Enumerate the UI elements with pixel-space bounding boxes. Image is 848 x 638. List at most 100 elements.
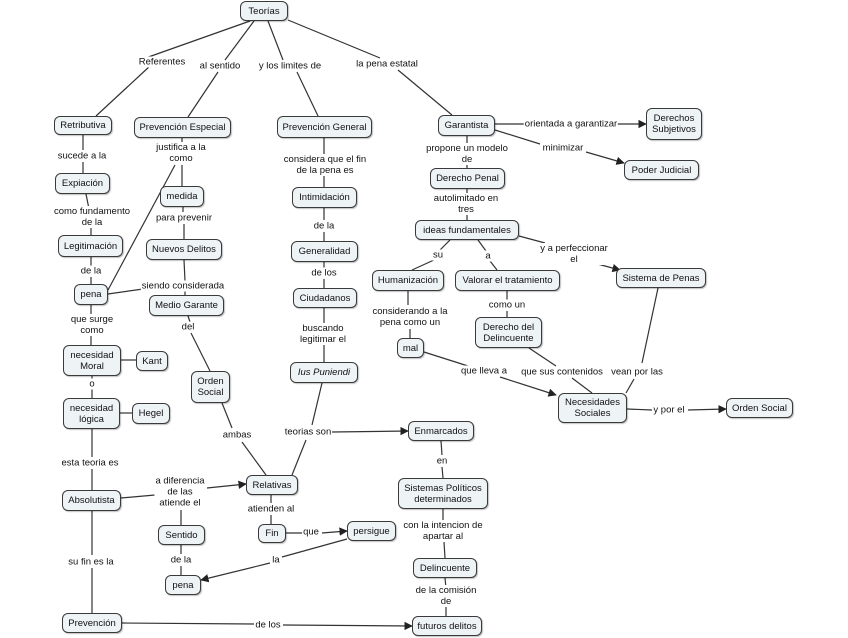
edge-referentes-retributiva xyxy=(95,65,151,117)
edge-minimizar-poder xyxy=(585,151,625,165)
node-hegel[interactable]: Hegel xyxy=(132,403,170,424)
edge-pena-estatal-garantista xyxy=(397,69,453,116)
link-label-al-sentido: al sentido xyxy=(198,60,242,72)
edge-enmarcados-en xyxy=(440,440,443,456)
edge-necesidades-ypor xyxy=(626,408,653,411)
link-label-o: o xyxy=(88,378,96,390)
edge-diferencia-relativas xyxy=(206,480,247,489)
edge-la-pena2 xyxy=(200,562,271,583)
link-label-de-la-comision: de la comisión de xyxy=(414,585,478,607)
node-prevencion[interactable]: Prevención xyxy=(62,613,122,633)
node-sentido[interactable]: Sentido xyxy=(158,525,205,545)
node-expiacion[interactable]: Expiación xyxy=(55,173,110,194)
node-teorias[interactable]: Teorías xyxy=(240,1,288,21)
node-derecho-penal[interactable]: Derecho Penal xyxy=(430,168,505,189)
edge-ideas-su xyxy=(439,239,451,251)
edge-en-sistemas xyxy=(441,466,444,479)
edge-ambas-relativas xyxy=(241,441,267,476)
edge-ypor-orden-social xyxy=(687,405,727,414)
edge-contenidos-necesidades xyxy=(571,377,593,394)
node-legitimacion[interactable]: Legitimación xyxy=(58,235,123,257)
node-generalidad[interactable]: Generalidad xyxy=(291,241,358,262)
edge-a-valorar xyxy=(489,260,498,271)
node-delincuente[interactable]: Delincuente xyxy=(413,558,477,578)
link-label-a: a xyxy=(484,250,492,262)
link-label-buscando: buscando legitimar el xyxy=(299,323,347,345)
link-label-esta-teoria-es: esta teoria es xyxy=(60,457,120,469)
node-necesidad-logica[interactable]: necesidad lógica xyxy=(63,398,120,429)
link-label-del: del xyxy=(180,321,196,333)
node-nuevos-delitos[interactable]: Nuevos Delitos xyxy=(146,239,222,260)
edge-teorias-relativas xyxy=(291,439,307,476)
edge-teorias-limites xyxy=(267,20,284,61)
node-persigue[interactable]: persigue xyxy=(347,521,396,541)
node-fin[interactable]: Fin xyxy=(258,524,286,543)
edge-teorias-referentes xyxy=(139,20,251,61)
link-label-y-a-perfeccionar: y a perfeccionar el xyxy=(539,243,609,265)
edge-delos-futuros xyxy=(282,621,413,631)
edge-vean-necesidades xyxy=(625,378,635,394)
edge-persigue-la xyxy=(281,538,348,558)
node-enmarcados[interactable]: Enmarcados xyxy=(408,421,474,441)
edge-teorias-pena-estatal xyxy=(287,19,381,59)
node-intimidacion[interactable]: Intimidación xyxy=(292,187,357,208)
node-poder-judicial[interactable]: Poder Judicial xyxy=(624,160,699,180)
edge-justifica-pena xyxy=(107,164,176,291)
node-derechos-subjetivos[interactable]: Derechos Subjetivos xyxy=(646,108,702,140)
link-label-la-pena-estatal: la pena estatal xyxy=(355,58,419,70)
link-label-siendo-considerada: siendo considerada xyxy=(140,280,226,292)
node-medida[interactable]: medida xyxy=(160,186,204,207)
edge-medio-del xyxy=(187,315,191,323)
link-label-referentes: Referentes xyxy=(137,56,187,68)
link-label-con-intencion: con la intencion de apartar al xyxy=(402,520,484,542)
edge-absolutista-diferencia xyxy=(120,494,156,499)
edge-limites-prev-general xyxy=(296,71,319,117)
node-garantista[interactable]: Garantista xyxy=(438,115,495,136)
node-relativas[interactable]: Relativas xyxy=(246,475,298,495)
connection-lines xyxy=(82,19,727,631)
node-medio-garante[interactable]: Medio Garante xyxy=(149,295,224,316)
node-pena-2[interactable]: pena xyxy=(165,575,201,595)
node-orden-social-2[interactable]: Orden Social xyxy=(726,398,793,418)
link-label-que-lleva-a: que lleva a xyxy=(460,365,508,377)
edge-orden-ambas xyxy=(221,402,233,429)
link-label-y-por-el: y por el xyxy=(652,404,686,416)
edge-ideas-a xyxy=(477,239,487,252)
link-label-considera-fin: considera que el fin de la pena es xyxy=(282,154,368,176)
link-label-considerando: considerando a la pena como un xyxy=(371,306,449,328)
node-prevencion-general[interactable]: Prevención General xyxy=(277,116,372,138)
node-kant[interactable]: Kant xyxy=(136,351,168,371)
node-valorar-tratamiento[interactable]: Valorar el tratamiento xyxy=(455,270,560,291)
node-retributiva[interactable]: Retributiva xyxy=(54,116,112,135)
edge-al-sentido-prev-especial xyxy=(187,71,219,118)
node-pena[interactable]: pena xyxy=(74,284,108,305)
edge-que-persigue xyxy=(321,527,348,536)
link-label-autolimitado: autolimitado en tres xyxy=(432,193,500,215)
edge-intencion-delincuente xyxy=(443,541,446,559)
link-label-que-surge-como: que surge como xyxy=(69,314,115,336)
link-label-que-sus-contenidos: que sus contenidos xyxy=(520,366,604,378)
edge-pena-siendo xyxy=(107,288,144,295)
node-prevencion-especial[interactable]: Prevención Especial xyxy=(134,117,231,138)
node-sistema-penas[interactable]: Sistema de Penas xyxy=(616,268,706,288)
node-absolutista[interactable]: Absolutista xyxy=(62,490,121,511)
node-orden-social-1[interactable]: Orden Social xyxy=(191,371,230,403)
edge-derecho-del-contenidos xyxy=(528,347,557,367)
node-ideas-fundamentales[interactable]: ideas fundamentales xyxy=(415,220,519,240)
node-necesidades-sociales[interactable]: Necesidades Sociales xyxy=(558,393,627,423)
node-mal[interactable]: mal xyxy=(397,338,424,358)
link-label-para-prevenir: para prevenir xyxy=(155,212,213,224)
node-ius-puniendi[interactable]: Ius Puniendi xyxy=(290,362,358,383)
node-humanizacion[interactable]: Humanización xyxy=(372,270,444,291)
node-derecho-delincuente[interactable]: Derecho del Delincuente xyxy=(475,317,542,348)
link-label-y-los-limites: y los limites de xyxy=(257,60,323,72)
link-label-la: la xyxy=(271,554,281,566)
node-sistemas-politicos[interactable]: Sistemas Políticos determinados xyxy=(398,478,488,509)
link-label-propone-modelo: propone un modelo de xyxy=(425,143,509,165)
link-label-de-la-2: de la xyxy=(312,220,336,232)
node-ciudadanos[interactable]: Ciudadanos xyxy=(293,288,357,308)
node-necesidad-moral[interactable]: necesidad Moral xyxy=(63,345,121,376)
link-label-atienden-al: atienden al xyxy=(246,503,296,515)
node-futuros-delitos[interactable]: futuros delitos xyxy=(412,616,482,636)
